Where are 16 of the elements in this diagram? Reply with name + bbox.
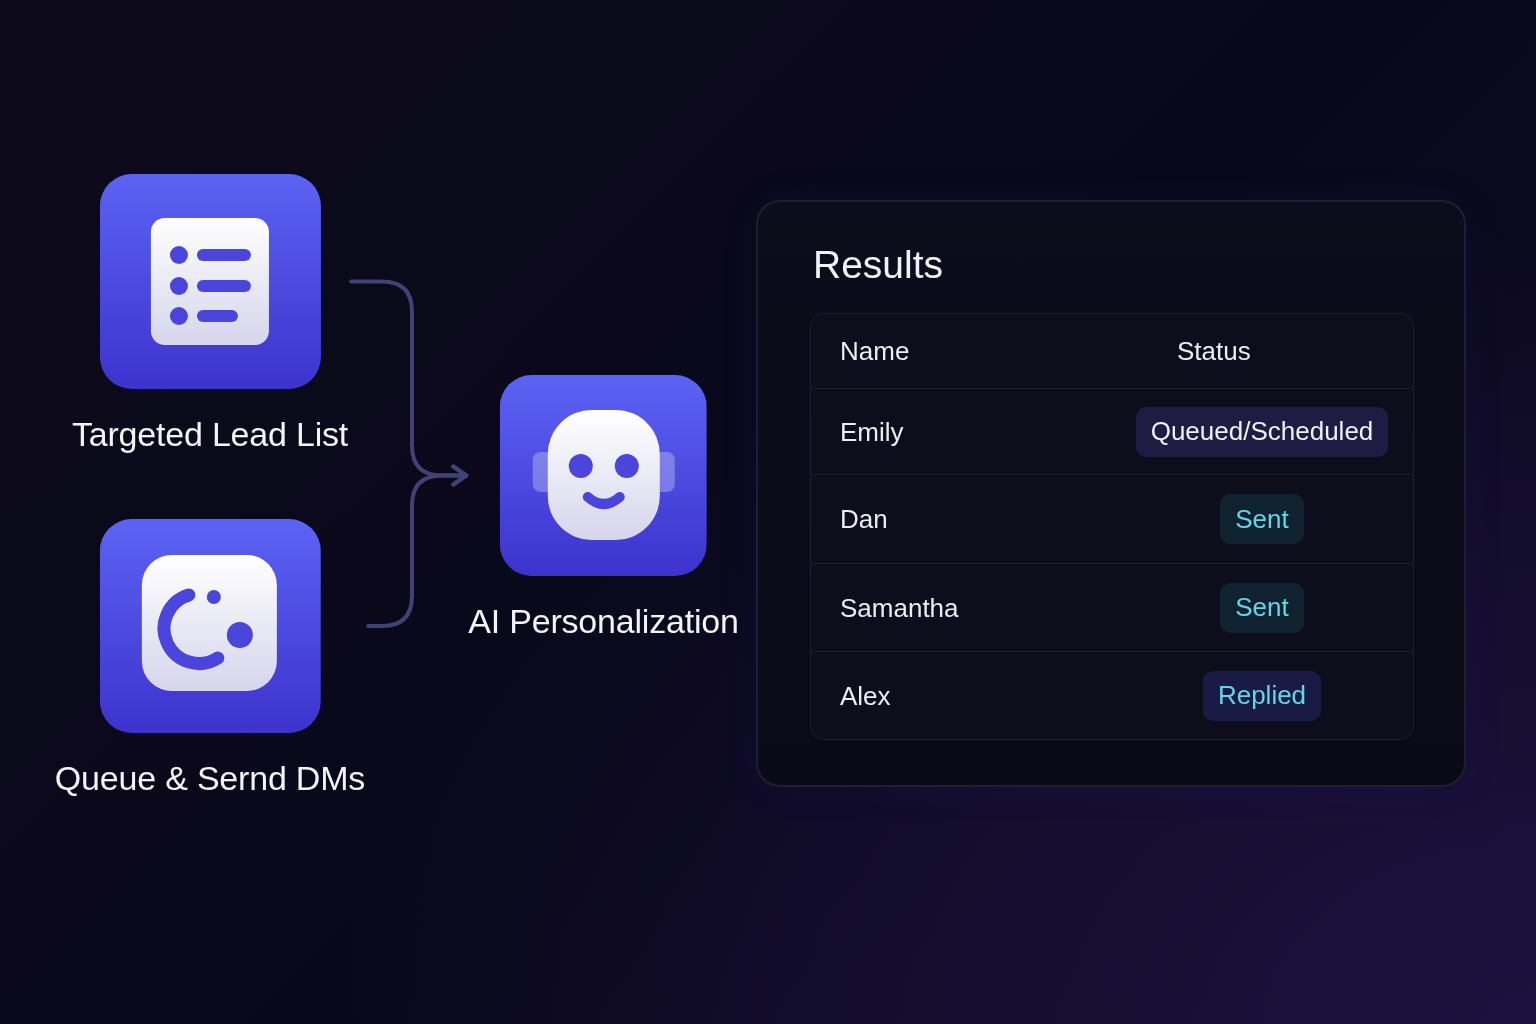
column-header: Name: [840, 336, 910, 366]
results-panel: [756, 200, 1466, 787]
name-text: Alex: [840, 680, 891, 711]
name-text: Samantha: [840, 592, 959, 623]
status-badge: Replied: [1202, 670, 1322, 721]
node-label: Queue & Sernd DMs: [54, 758, 366, 798]
status-badge: Sent: [1220, 494, 1304, 544]
node-label: AI Personalization: [468, 601, 739, 641]
name-text: Emily: [840, 416, 904, 447]
panel-title: Results: [813, 242, 944, 288]
status-badge: Queued/Scheduled: [1135, 406, 1389, 457]
node-label: Targeted Lead List: [71, 414, 349, 454]
connector-arrow: [366, 464, 469, 628]
status-badge: Sent: [1220, 582, 1304, 633]
column-header: Status: [1177, 335, 1251, 367]
name-text: Dan: [840, 504, 888, 534]
